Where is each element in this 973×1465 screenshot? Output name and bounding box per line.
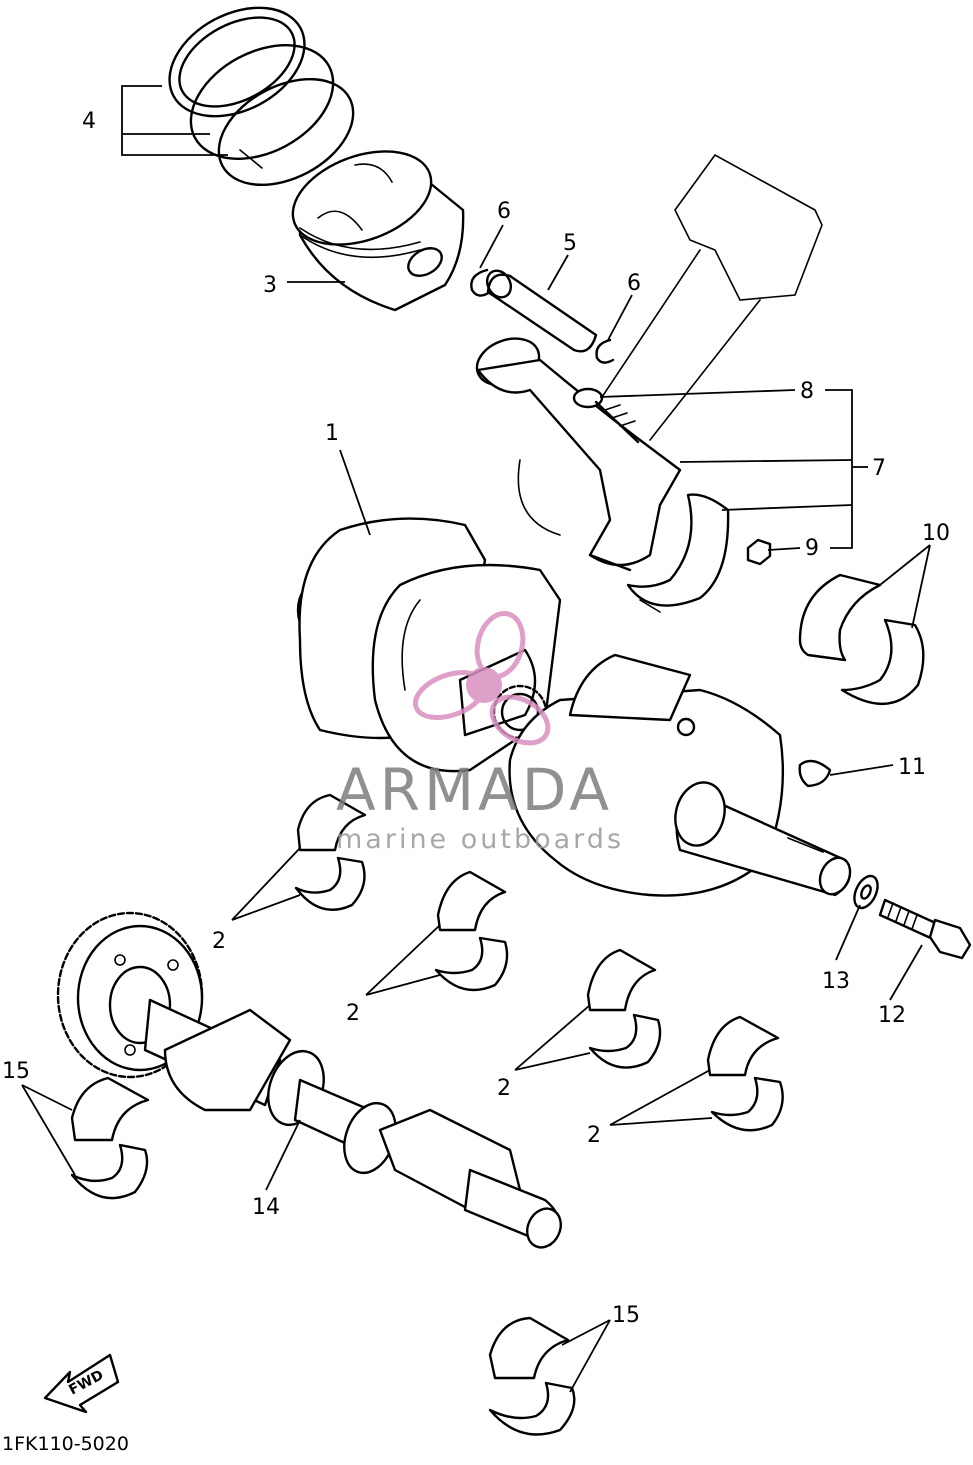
callout-6b: 6 [627, 271, 641, 296]
callout-11: 11 [898, 755, 926, 780]
callout-2d: 2 [587, 1123, 601, 1148]
callout-2b: 2 [346, 1001, 360, 1026]
callout-12: 12 [878, 1003, 906, 1028]
big-end-bearing [798, 573, 925, 705]
rod-bolt-and-nut [572, 387, 772, 566]
piston-rings [168, 6, 355, 187]
callout-15b: 15 [612, 1303, 640, 1328]
main-bearing-3 [586, 948, 662, 1069]
main-bearing-1 [294, 793, 367, 911]
forward-arrow: FWD [43, 1353, 120, 1414]
callout-7: 7 [872, 456, 886, 481]
callout-9: 9 [805, 536, 819, 561]
leader-lines [21, 85, 931, 1393]
callout-8: 8 [800, 379, 814, 404]
connecting-rod [475, 337, 730, 613]
watermark-brand: ARMADA [336, 756, 613, 824]
washer-and-bolt [853, 874, 972, 960]
circlips [470, 268, 615, 364]
balancer-bearing-2 [488, 1316, 576, 1436]
callout-5: 5 [563, 231, 577, 256]
watermark-tagline: marine outboards [336, 824, 624, 855]
woodruff-key [798, 759, 832, 788]
balancer-shaft [56, 911, 562, 1249]
piston [291, 150, 465, 312]
callout-2a: 2 [212, 929, 226, 954]
armada-watermark: ARMADA marine outboards [336, 611, 624, 855]
callout-15a: 15 [2, 1059, 30, 1084]
main-bearing-2 [434, 870, 509, 992]
callout-10: 10 [922, 521, 950, 546]
diagram-code: 1FK110-5020 [2, 1433, 129, 1455]
callout-numbers: 1 2 2 2 2 3 4 5 6 6 7 8 9 10 11 12 13 14… [2, 109, 950, 1328]
main-bearing-4 [706, 1015, 784, 1132]
balancer-bearing-1 [70, 1076, 150, 1200]
callout-1: 1 [325, 421, 339, 446]
callout-4: 4 [82, 109, 96, 134]
callout-13: 13 [822, 969, 850, 994]
callout-3: 3 [263, 273, 277, 298]
callout-14: 14 [252, 1195, 280, 1220]
piston-pin [485, 269, 598, 353]
callout-2c: 2 [497, 1076, 511, 1101]
callout-6a: 6 [497, 199, 511, 224]
propeller-logo [412, 611, 551, 746]
